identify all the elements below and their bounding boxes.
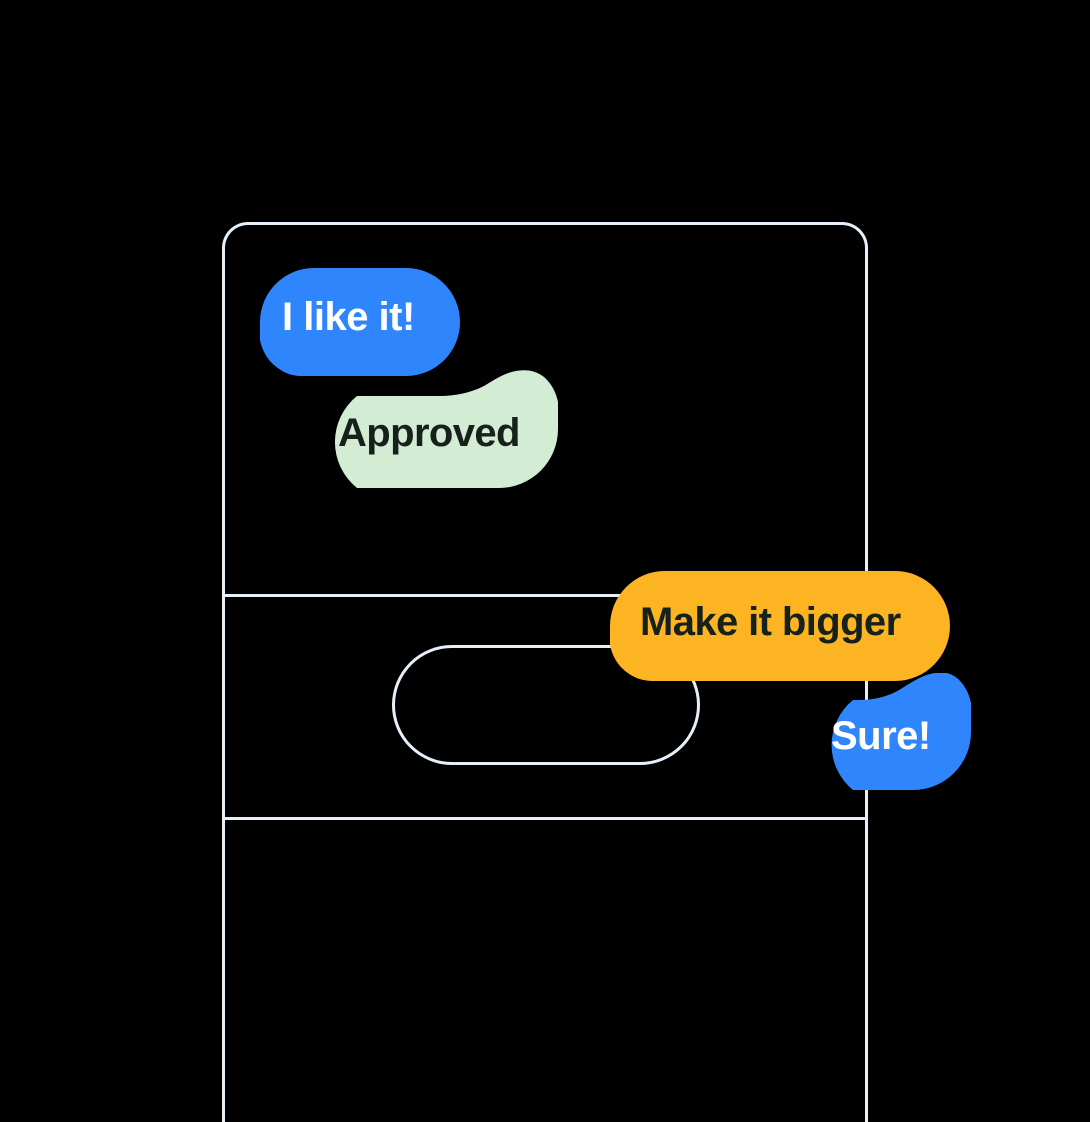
chat-bubble-text: Sure!	[831, 713, 931, 758]
wireframe-divider-bottom	[222, 817, 868, 820]
canvas-stage: I like it! Approved Make it bigger Sure!	[222, 222, 971, 1122]
bubble-shape-tail-bottom-left	[260, 268, 460, 376]
wireframe-divider-top	[222, 594, 868, 597]
chat-bubble-sure[interactable]: Sure!	[795, 673, 971, 790]
chat-bubble-i-like-it[interactable]: I like it!	[260, 268, 460, 376]
bubble-shape-tail-top-right	[298, 370, 558, 488]
chat-bubble-approved[interactable]: Approved	[298, 370, 558, 488]
bubble-shape-tail-bottom-left	[610, 571, 950, 681]
chat-bubble-make-it-bigger[interactable]: Make it bigger	[610, 571, 950, 681]
bubble-shape-tail-top-right	[795, 673, 971, 790]
wireframe-pill-button[interactable]	[392, 645, 700, 765]
chat-bubble-text: Approved	[338, 411, 520, 455]
chat-bubble-text: Make it bigger	[640, 600, 901, 644]
chat-bubble-text: I like it!	[282, 295, 415, 339]
